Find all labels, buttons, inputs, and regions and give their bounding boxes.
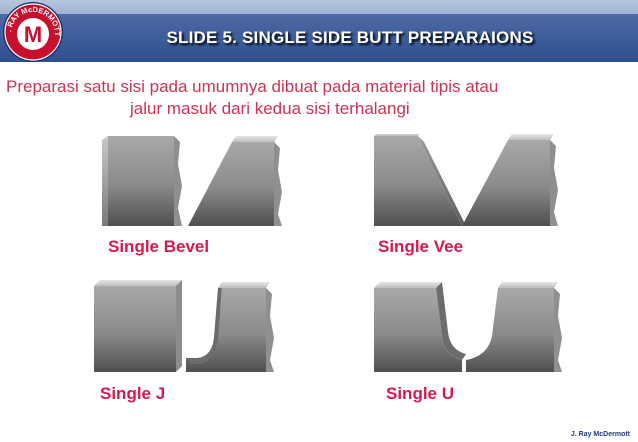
bevel-left-plate-side — [102, 136, 108, 226]
slide-subtitle: Preparasi satu sisi pada umumnya dibuat … — [6, 76, 606, 120]
bevel-right-plate-top — [232, 136, 278, 142]
label-single-bevel-a: Single — [108, 237, 160, 256]
vee-right-plate-edge — [550, 140, 558, 226]
u-right-plate-top — [498, 282, 558, 288]
j-left-plate-face — [94, 286, 176, 372]
j-left-plate-top — [94, 280, 182, 286]
label-single-u-b: U — [441, 384, 455, 403]
label-single-j-a: Single — [100, 384, 152, 403]
vee-left-plate-bevel — [418, 136, 466, 226]
label-single-u-a: Single — [386, 384, 438, 403]
j-right-plate-top — [218, 282, 270, 288]
slide-title: SLIDE 5. SINGLE SIDE BUTT PREPARAIONS — [166, 28, 534, 47]
bevel-right-plate-edge — [274, 142, 282, 226]
bevel-left-plate-edge — [174, 136, 182, 226]
logo-letter: M — [24, 22, 42, 47]
u-left-plate-groove — [436, 282, 466, 360]
label-single-j-b: J — [155, 384, 166, 403]
subtitle-line-1: Preparasi satu sisi pada umumnya dibuat … — [6, 77, 499, 96]
u-left-plate-face — [374, 288, 462, 372]
j-right-plate-edge — [266, 288, 274, 372]
single-vee-figure — [374, 134, 558, 226]
mcdermott-logo: J. RAY McDERMOTT M — [2, 1, 63, 62]
title-bar — [0, 0, 638, 64]
label-single-bevel-b: Bevel — [163, 237, 210, 256]
single-bevel-figure — [102, 136, 282, 226]
label-single-j: Single J — [100, 384, 165, 404]
label-single-bevel: Single Bevel — [108, 237, 209, 257]
label-single-vee-b: Vee — [433, 237, 464, 256]
title-bar-dark-band — [0, 14, 638, 62]
title-bar-light-band — [0, 0, 638, 14]
u-right-plate-face — [466, 288, 554, 372]
j-right-plate-groove — [186, 284, 222, 364]
vee-right-plate-top — [508, 134, 554, 140]
u-right-plate-edge — [554, 288, 562, 372]
bevel-left-plate-face — [108, 136, 174, 226]
j-right-plate-face — [186, 288, 266, 372]
label-single-u: Single U — [386, 384, 454, 404]
vee-right-plate-face — [462, 140, 550, 226]
vee-left-plate-face — [374, 136, 462, 226]
footer-company: J. Ray McDermott — [570, 431, 630, 438]
vee-left-plate-top — [374, 134, 420, 136]
single-u-figure — [374, 282, 562, 372]
label-single-vee-a: Single — [378, 237, 430, 256]
subtitle-line-2: jalur masuk dari kedua sisi terhalangi — [130, 99, 410, 118]
j-left-plate-edge — [176, 280, 182, 372]
bevel-right-plate-face — [188, 142, 274, 226]
single-j-figure — [94, 280, 274, 372]
u-left-plate-top — [374, 282, 442, 288]
label-single-vee: Single Vee — [378, 237, 463, 257]
